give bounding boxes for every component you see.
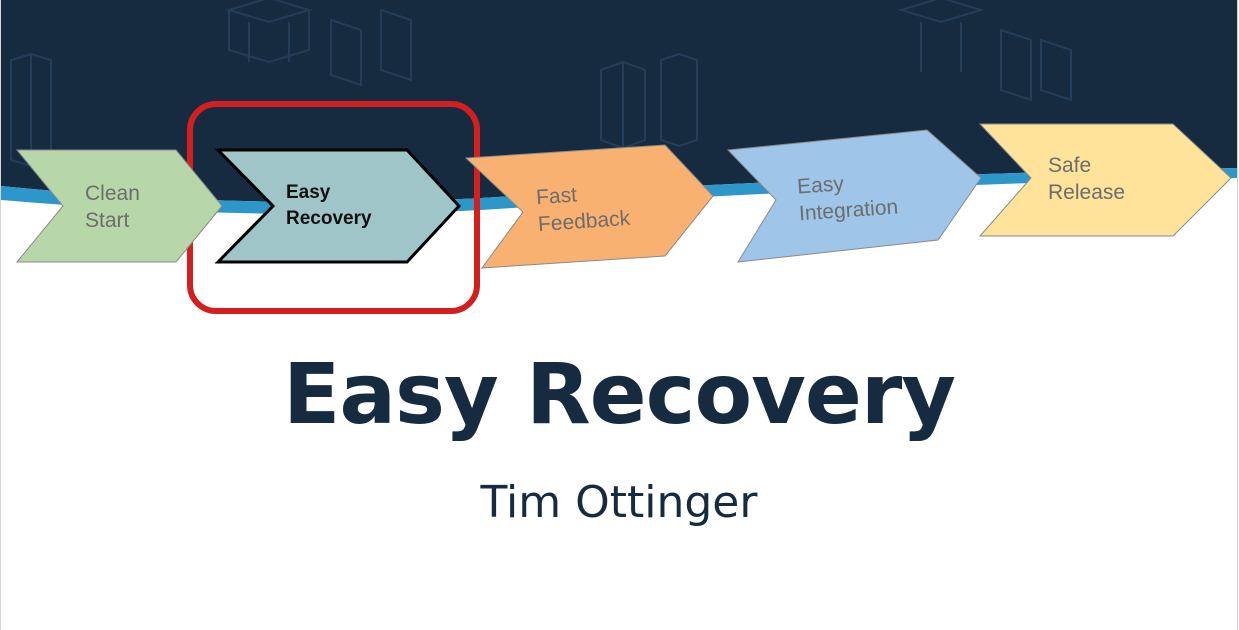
step-label-fast-feedback: Fast Feedback: [535, 183, 631, 237]
chevron-easy-integration: [726, 129, 982, 263]
step-label-safe-release: Safe Release: [1048, 154, 1126, 204]
header-banner: [1, 0, 1237, 314]
slide-title: Easy Recovery: [282, 345, 956, 443]
step-label-clean-start: Clean Start: [85, 182, 140, 232]
chevron-easy-recovery: [214, 148, 462, 264]
chevron-clean-start: [15, 149, 223, 263]
step-label-easy-recovery: Easy Recovery: [286, 182, 372, 229]
chevron-safe-release: [978, 123, 1232, 237]
step-label-easy-integration: Easy Integration: [796, 172, 899, 226]
chevron-fast-feedback: [464, 144, 714, 269]
slide-author: Tim Ottinger: [480, 477, 758, 528]
